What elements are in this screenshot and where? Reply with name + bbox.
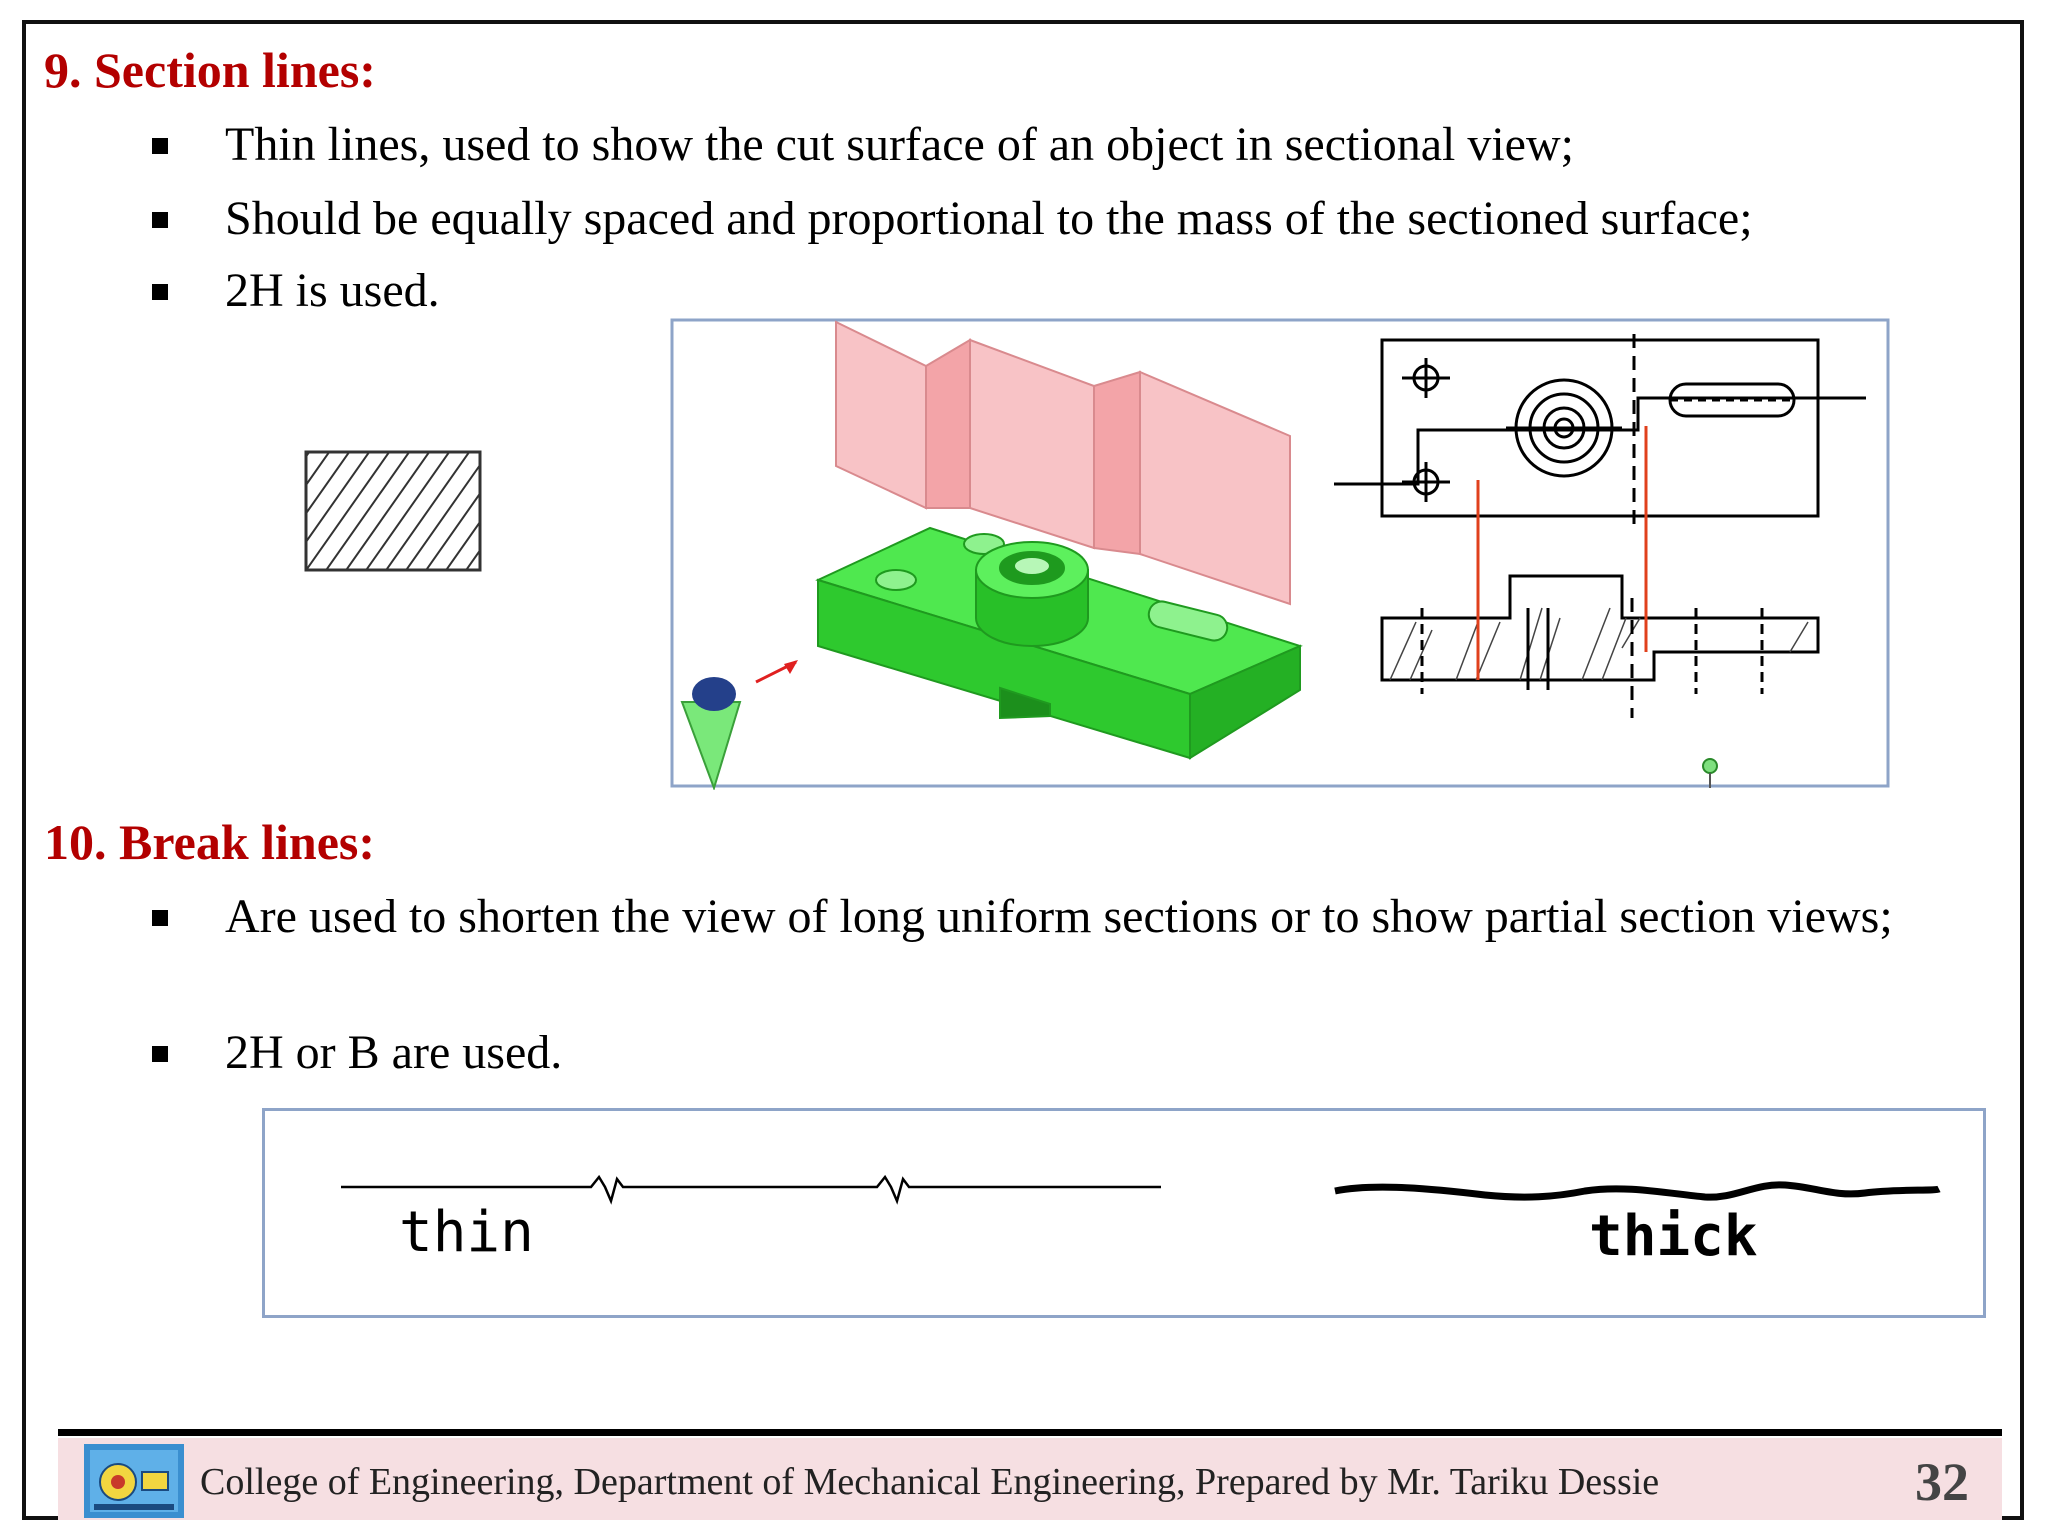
slide-number: 32	[1915, 1452, 1969, 1512]
bullet-square-icon	[152, 284, 168, 300]
front-section-drawing	[1380, 574, 1820, 718]
thick-break-line	[1334, 1181, 1941, 1201]
bullet-text: Are used to shorten the view of long uni…	[225, 890, 1893, 943]
bullet-text: 2H or B are used.	[225, 1026, 563, 1079]
bullet-square-icon	[152, 138, 168, 154]
viewer-eye-icon	[680, 660, 798, 790]
footer-band	[58, 1438, 2002, 1520]
thin-break-line	[341, 1174, 1161, 1205]
green-part	[815, 526, 1303, 760]
bullet-square-icon	[152, 910, 168, 926]
footer-divider	[58, 1429, 2002, 1436]
university-logo-icon	[84, 1444, 184, 1518]
thin-label: thin	[399, 1200, 534, 1265]
thick-label: thick	[1589, 1204, 1758, 1269]
bullet-text: Should be equally spaced and proportiona…	[225, 192, 1753, 245]
section-hatch-sample	[304, 450, 482, 572]
footer-credit: College of Engineering, Department of Me…	[200, 1461, 1660, 1503]
section-heading-break-lines: 10. Break lines:	[44, 814, 376, 870]
bullet-square-icon	[152, 1046, 168, 1062]
bullet-text: 2H is used.	[225, 264, 440, 317]
break-lines-drawing	[341, 1174, 1941, 1205]
break-lines-illustration: thin thick	[262, 1108, 1986, 1318]
section-view-illustration	[670, 318, 1890, 790]
bullet-text: Thin lines, used to show the cut surface…	[225, 118, 1574, 171]
section-heading-section-lines: 9. Section lines:	[44, 42, 376, 98]
cutting-plane	[835, 320, 1291, 606]
top-view-drawing	[1334, 334, 1866, 528]
bullet-square-icon	[152, 212, 168, 228]
